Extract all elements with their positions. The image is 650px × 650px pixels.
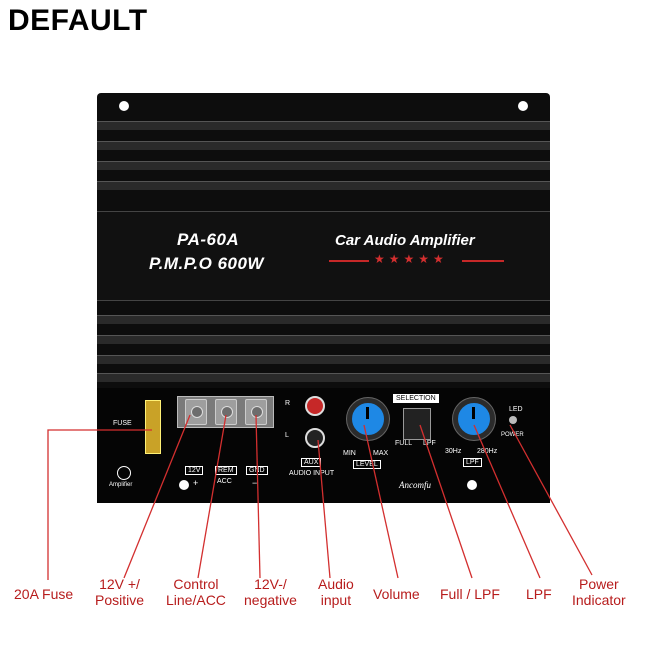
heatsink-fin — [97, 315, 550, 324]
terminal-12v-label: 12V — [185, 466, 204, 475]
audio-leader — [317, 439, 331, 579]
terminal-rem[interactable] — [215, 399, 237, 425]
label-volume: Volume — [373, 586, 420, 602]
page-title: DEFAULT — [8, 4, 148, 37]
aux-jack[interactable] — [305, 428, 325, 448]
terminal-12v[interactable] — [185, 399, 207, 425]
selection-switch[interactable] — [403, 408, 431, 440]
power-leader — [509, 424, 593, 576]
volume-leader — [363, 424, 399, 579]
red-rule-right — [462, 260, 504, 262]
label-audio-line2: input — [320, 592, 352, 608]
screw-hole — [467, 480, 477, 490]
mount-hole — [518, 101, 528, 111]
label-positive-line2: Positive — [95, 592, 145, 608]
heatsink-fin — [97, 161, 550, 170]
heatsink-fin — [97, 335, 550, 344]
fuse-label: FUSE — [113, 420, 132, 427]
label-band: PA-60A P.M.P.O 600W Car Audio Amplifier … — [97, 211, 550, 301]
rca-right-jack[interactable] — [305, 396, 325, 416]
heatsink-fin — [97, 121, 550, 130]
fuse-holder[interactable] — [145, 400, 161, 454]
label-20a-fuse: 20A Fuse — [14, 586, 74, 602]
level-min: MIN — [343, 450, 356, 457]
lpf-low: 30Hz — [445, 448, 462, 455]
full-lpf-leader — [419, 424, 473, 579]
label-control-line1: Control — [173, 576, 219, 592]
positive-leader — [123, 414, 191, 579]
fuse-leader — [47, 429, 152, 580]
volume-knob[interactable] — [347, 398, 389, 440]
label-negative-line1: 12V-/ — [254, 576, 287, 592]
label-positive: 12V +/ Positive — [95, 576, 144, 608]
label-power-line1: Power — [579, 576, 619, 592]
screw-hole — [179, 480, 189, 490]
heatsink-fin — [97, 141, 550, 150]
terminal-rem-sub: ACC — [217, 478, 232, 485]
red-rule-left — [329, 260, 369, 262]
heatsink-fin — [97, 181, 550, 190]
level-label: LEVEL — [353, 460, 381, 469]
terminal-gnd[interactable] — [245, 399, 267, 425]
power-label: POWER — [501, 432, 524, 438]
rca-l-label: L — [285, 432, 289, 439]
lpf-knob[interactable] — [453, 398, 495, 440]
model-number: PA-60A — [177, 230, 240, 249]
control-leader — [197, 414, 227, 579]
led-label: LED — [509, 406, 523, 413]
label-negative-line2: negative — [244, 592, 297, 608]
label-audio-input: Audio input — [318, 576, 354, 608]
negative-leader — [255, 414, 261, 579]
label-lpf: LPF — [526, 586, 552, 602]
heatsink-fin — [97, 373, 550, 382]
aux-label: AUX — [301, 458, 322, 467]
power-rating: P.M.P.O 600W — [149, 254, 264, 273]
lpf-label: LPF — [463, 458, 482, 467]
label-power-line2: Indicator — [572, 592, 626, 608]
label-full-lpf: Full / LPF — [440, 586, 500, 602]
level-max: MAX — [373, 450, 389, 457]
label-control: Control Line/ACC — [166, 576, 226, 608]
label-power-indicator: Power Indicator — [572, 576, 626, 608]
selection-full: FULL — [395, 440, 413, 447]
control-panel: FUSE Amplifier 12V + REM ACC GND − R L A… — [97, 388, 550, 503]
lpf-leader — [473, 424, 541, 579]
logo-text: Amplifier — [109, 482, 133, 488]
terminal-rem-label: REM — [215, 466, 237, 475]
label-control-line2: Line/ACC — [166, 592, 226, 608]
rca-r-label: R — [285, 400, 291, 407]
amplifier-logo-icon — [117, 466, 131, 480]
power-led — [509, 416, 517, 424]
label-negative: 12V-/ negative — [244, 576, 297, 608]
label-positive-line1: 12V +/ — [99, 576, 140, 592]
heatsink-fin — [97, 355, 550, 364]
product-name: Car Audio Amplifier — [335, 232, 475, 249]
selection-lpf: LPF — [423, 440, 436, 447]
mount-hole — [119, 101, 129, 111]
lpf-high: 280Hz — [477, 448, 498, 455]
label-audio-line1: Audio — [318, 576, 354, 592]
brand-name: Ancomfu — [399, 480, 431, 490]
terminal-12v-sign: + — [193, 478, 199, 488]
audio-input-label: AUDIO INPUT — [289, 470, 335, 477]
terminal-gnd-sign: − — [252, 478, 258, 488]
rating-stars: ★★★★★ — [374, 252, 448, 266]
selection-label: SELECTION — [393, 394, 439, 403]
amplifier-board: PA-60A P.M.P.O 600W Car Audio Amplifier … — [97, 93, 550, 503]
